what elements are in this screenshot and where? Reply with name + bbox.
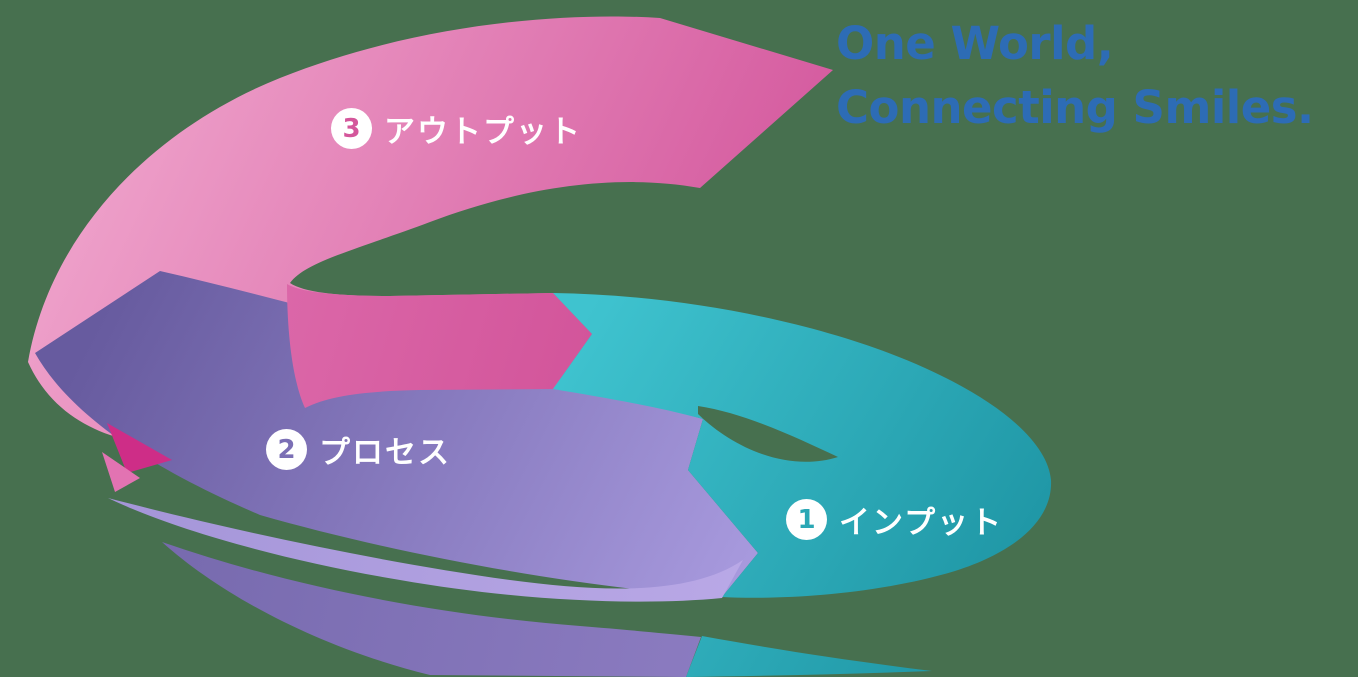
lower-lavender-band-shape	[108, 498, 743, 602]
step-3-output-label: 3 アウトプット	[331, 106, 582, 151]
step-3-label-text: アウトプット	[384, 114, 582, 150]
headline: One World, Connecting Smiles.	[836, 12, 1314, 140]
step-3-number-badge: 3	[331, 108, 372, 149]
step-1-label-text: インプット	[839, 505, 1004, 541]
pink-ribbon-tip	[102, 452, 140, 492]
headline-line-1: One World,	[836, 17, 1114, 70]
bottom-purple-band-shape	[162, 542, 701, 677]
process-band-shape	[35, 271, 758, 597]
input-band-hole	[698, 406, 838, 462]
magenta-ribbon-tip	[107, 423, 172, 473]
step-1-number-badge: 1	[786, 499, 827, 540]
step-2-label-text: プロセス	[319, 435, 451, 471]
step-1-input-label: 1 インプット	[786, 497, 1003, 542]
step-2-number-badge: 2	[266, 429, 307, 470]
input-band-tail	[686, 636, 932, 677]
output-band-arrow-strip	[287, 284, 592, 408]
headline-line-2: Connecting Smiles.	[836, 80, 1314, 134]
step-2-process-label: 2 プロセス	[266, 427, 451, 472]
